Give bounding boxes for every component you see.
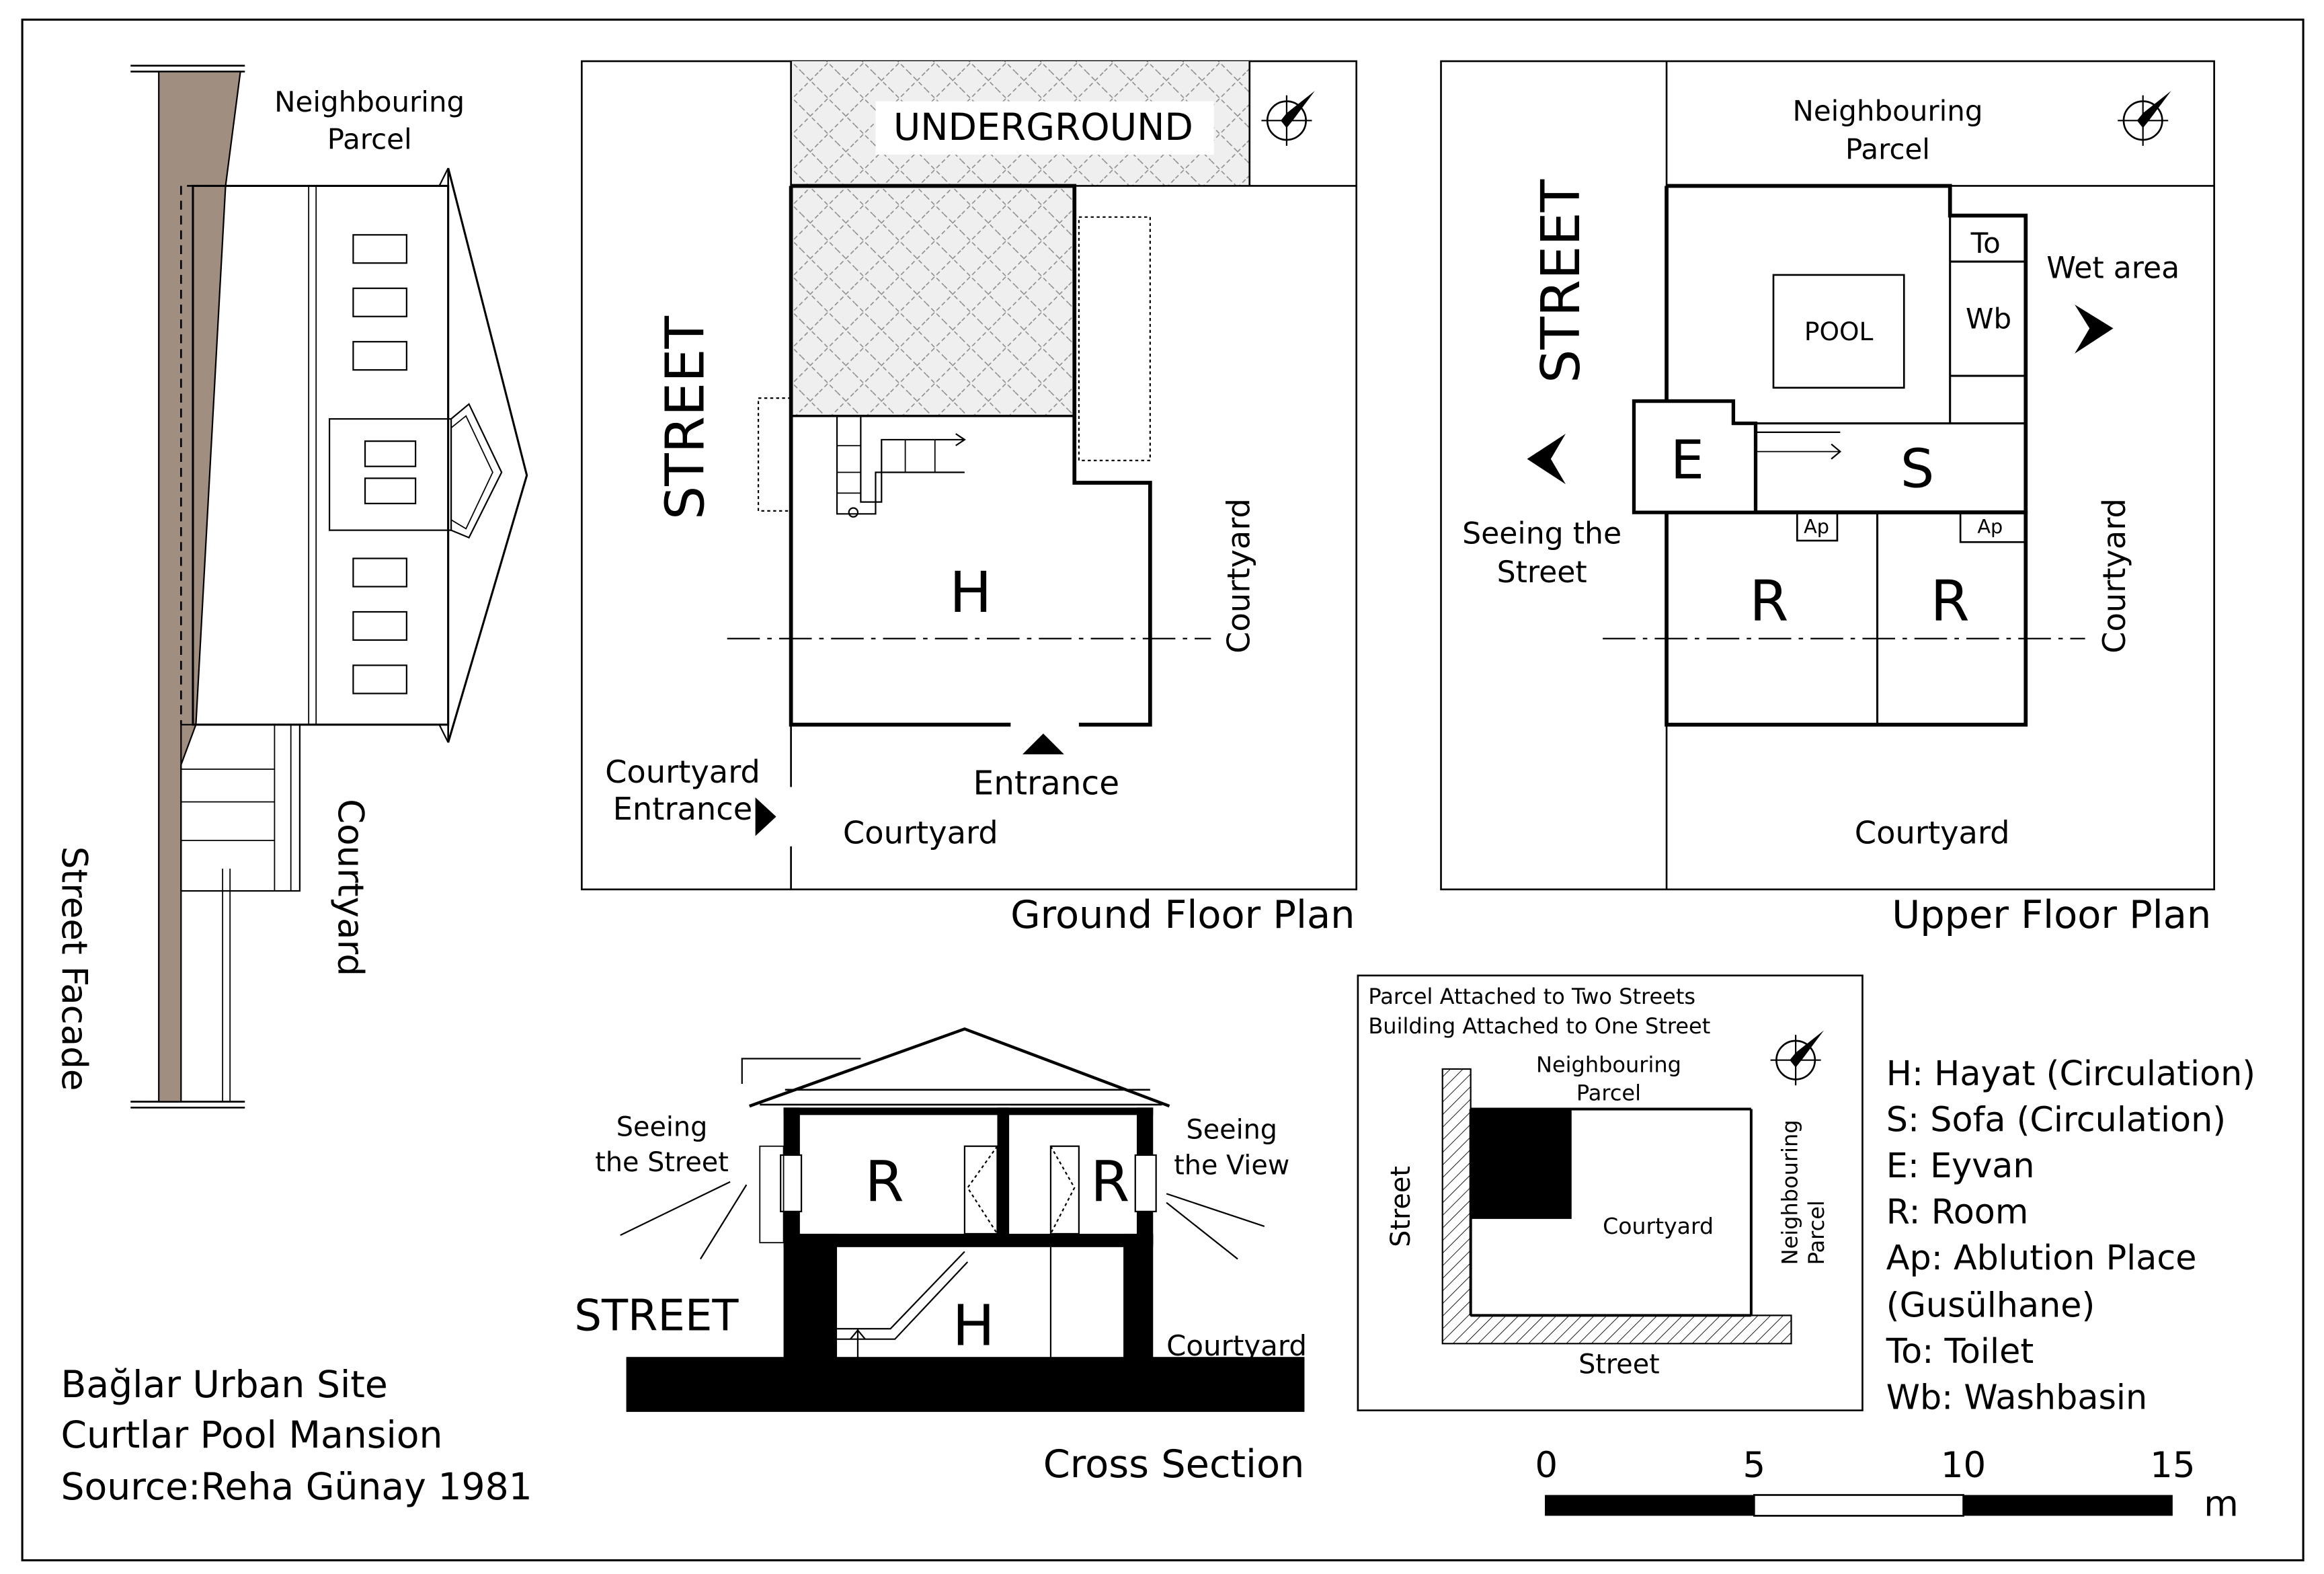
legend-item: R: Room bbox=[1886, 1192, 2029, 1232]
ground-floor-plan: UNDERGROUND H STREET Courtyard Entrance … bbox=[581, 60, 1358, 937]
legend-item: S: Sofa (Circulation) bbox=[1886, 1100, 2226, 1140]
ground-room-h: H bbox=[949, 559, 992, 625]
site-line1: Parcel Attached to Two Streets bbox=[1368, 984, 1695, 1009]
site-street-bottom: Street bbox=[1578, 1349, 1660, 1380]
courtyard-entrance-arrow-icon bbox=[755, 797, 776, 836]
source-line1: Bağlar Urban Site bbox=[61, 1364, 388, 1407]
source-block: Bağlar Urban Site Curtlar Pool Mansion S… bbox=[61, 1364, 532, 1509]
scale-tick-label: 0 bbox=[1535, 1445, 1558, 1486]
source-line3: Source:Reha Günay 1981 bbox=[61, 1466, 532, 1509]
legend-item: (Gusülhane) bbox=[1886, 1286, 2095, 1325]
wet-area-arrow-icon bbox=[2075, 305, 2114, 354]
scale-tick-label: 10 bbox=[1941, 1445, 1986, 1486]
ablution-right-label: Ap bbox=[1977, 515, 2003, 538]
upper-courtyard-bottom: Courtyard bbox=[1855, 814, 2010, 851]
site-street-left: Street bbox=[1386, 1166, 1416, 1247]
section-room-right: R bbox=[1090, 1148, 1129, 1214]
wet-area-label: Wet area bbox=[2046, 251, 2179, 285]
entrance-label: Entrance bbox=[973, 765, 1120, 803]
sofa-label: S bbox=[1900, 438, 1934, 500]
legend: H: Hayat (Circulation) S: Sofa (Circulat… bbox=[1886, 1054, 2255, 1417]
ground-courtyard-side: Courtyard bbox=[1221, 498, 1257, 654]
legend-item: E: Eyvan bbox=[1886, 1146, 2035, 1185]
source-line2: Curtlar Pool Mansion bbox=[61, 1414, 443, 1457]
site-line2: Building Attached to One Street bbox=[1368, 1013, 1710, 1039]
eyvan-label: E bbox=[1671, 428, 1704, 491]
scale-unit: m bbox=[2204, 1483, 2239, 1524]
north-arrow-icon-upper bbox=[2116, 89, 2172, 147]
underground-hatch-main bbox=[791, 186, 1075, 416]
legend-item: To: Toilet bbox=[1886, 1331, 2034, 1371]
cross-section-caption: Cross Section bbox=[1043, 1442, 1305, 1487]
site-plan: Parcel Attached to Two Streets Building … bbox=[1357, 974, 1864, 1411]
street-facade-caption: Street Facade bbox=[54, 847, 95, 1091]
legend-item: Wb: Washbasin bbox=[1886, 1377, 2147, 1417]
seeing-street-arrow-icon bbox=[1527, 434, 1566, 485]
washbasin-label: Wb bbox=[1966, 302, 2011, 335]
legend-item: Ap: Ablution Place bbox=[1886, 1238, 2197, 1277]
upper-courtyard-side: Courtyard bbox=[2096, 498, 2132, 654]
upper-room-left: R bbox=[1749, 568, 1788, 634]
entrance-arrow-icon bbox=[1022, 734, 1064, 754]
outer-frame bbox=[21, 18, 2305, 1562]
upper-street-label: STREET bbox=[1529, 179, 1592, 383]
toilet-label: To bbox=[1970, 227, 2001, 260]
ground-courtyard-bottom: Courtyard bbox=[843, 814, 998, 851]
section-street-label: STREET bbox=[574, 1291, 739, 1341]
facade-courtyard-label: Courtyard bbox=[329, 799, 370, 976]
ground-floor-caption: Ground Floor Plan bbox=[1010, 892, 1355, 937]
upper-room-right: R bbox=[1931, 568, 1970, 634]
upper-floor-caption: Upper Floor Plan bbox=[1892, 892, 2211, 937]
scale-bar: 0 5 10 15 m bbox=[1535, 1445, 2238, 1524]
scale-tick-label: 15 bbox=[2150, 1445, 2195, 1486]
party-wall bbox=[158, 71, 241, 1103]
legend-item: H: Hayat (Circulation) bbox=[1886, 1054, 2255, 1093]
section-room-left: R bbox=[865, 1148, 904, 1214]
section-hayat: H bbox=[953, 1293, 995, 1359]
underground-label: UNDERGROUND bbox=[893, 106, 1193, 149]
pool-label: POOL bbox=[1804, 317, 1874, 346]
site-courtyard: Courtyard bbox=[1603, 1213, 1714, 1239]
section-courtyard-label: Courtyard bbox=[1166, 1329, 1307, 1362]
ablution-left-label: Ap bbox=[1804, 515, 1829, 538]
north-arrow-icon bbox=[1260, 89, 1316, 147]
scale-tick-label: 5 bbox=[1742, 1445, 1765, 1486]
ground-street-label: STREET bbox=[653, 316, 716, 520]
north-arrow-icon-site bbox=[1769, 1029, 1825, 1087]
